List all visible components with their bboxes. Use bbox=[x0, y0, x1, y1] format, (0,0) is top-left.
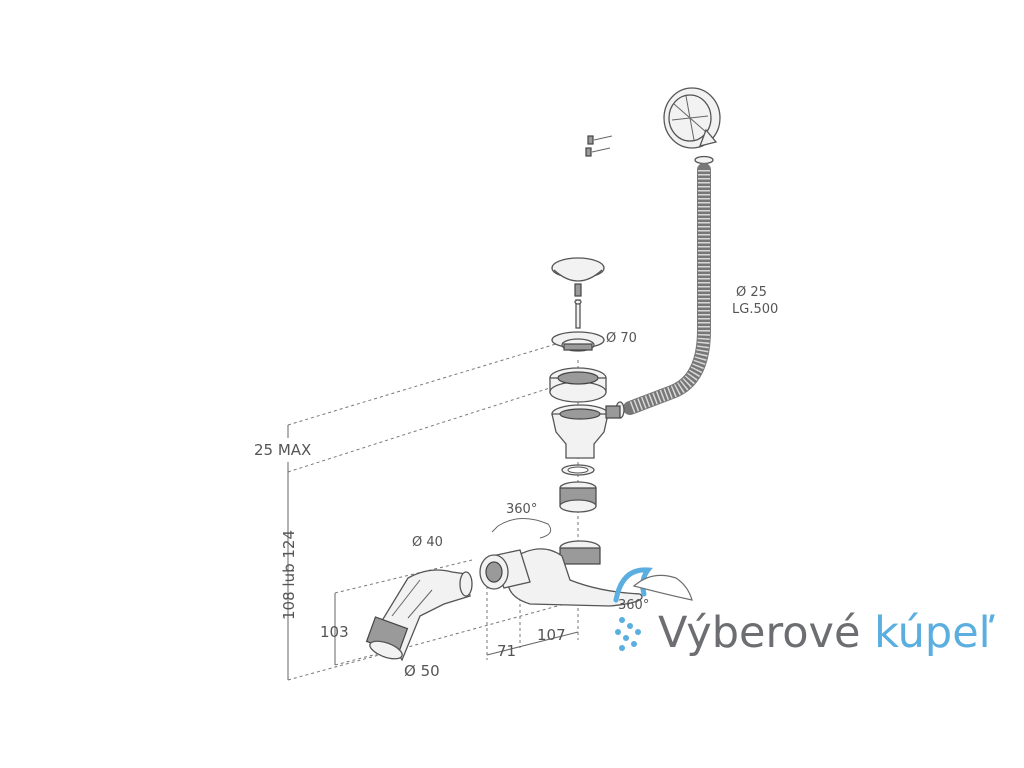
pipe-diameter-label: Ø 40 bbox=[412, 535, 443, 550]
outlet-height-label: 103 bbox=[320, 623, 349, 641]
brand-name: Výberové kúpeľ bbox=[658, 608, 995, 658]
brand-word-blue: kúpeľ bbox=[874, 608, 995, 658]
overflow-head bbox=[663, 87, 721, 165]
outlet-elbow bbox=[365, 569, 473, 662]
rotation-bottom-label: 360° bbox=[618, 598, 649, 613]
waste-body bbox=[551, 404, 621, 459]
offset-b-label: 107 bbox=[537, 626, 566, 644]
shower-head-icon bbox=[613, 567, 693, 651]
offset-a-label: 71 bbox=[497, 642, 516, 660]
overflow-height-label: 25 MAX bbox=[254, 441, 311, 459]
plug-stopper bbox=[551, 257, 605, 329]
trap-height-label: 108 lub 124 bbox=[280, 530, 298, 620]
flange-ring bbox=[549, 367, 607, 403]
screws bbox=[585, 135, 613, 157]
washer bbox=[561, 464, 595, 476]
outlet-diameter-label: Ø 50 bbox=[404, 662, 440, 680]
rotation-top-label: 360° bbox=[506, 502, 537, 517]
grate-diameter-label: Ø 70 bbox=[606, 331, 637, 346]
hose-diameter-label: Ø 25 bbox=[736, 285, 767, 300]
trap-body bbox=[479, 540, 643, 607]
rotation-arc-top bbox=[491, 518, 552, 539]
brand-word-gray: Výberové bbox=[658, 608, 861, 658]
brand-watermark: Výberové kúpeľ bbox=[612, 560, 1024, 670]
grate bbox=[551, 331, 605, 352]
nut bbox=[559, 481, 597, 513]
hose-length-label: LG.500 bbox=[732, 302, 778, 317]
flexible-hose bbox=[615, 163, 711, 419]
